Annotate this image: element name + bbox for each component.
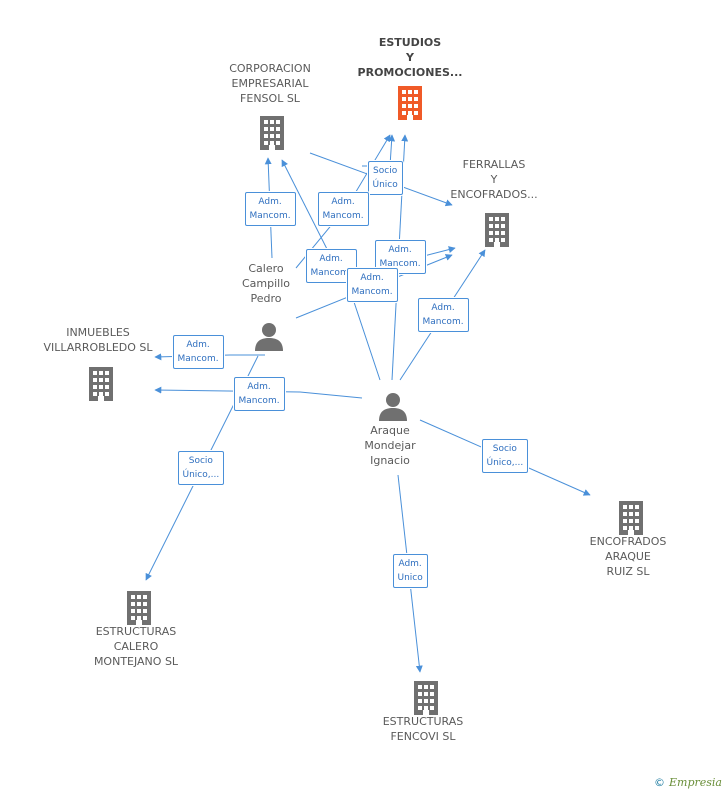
building-icon[interactable]: [86, 367, 116, 405]
empresia-brand[interactable]: © Empresia: [654, 776, 722, 789]
building-icon[interactable]: [616, 501, 646, 539]
relationship-label[interactable]: Adm. Mancom.: [346, 268, 398, 302]
node-label-araque[interactable]: Araque Mondejar Ignacio: [364, 424, 416, 467]
building-icon[interactable]: [411, 681, 441, 719]
node-label-estudios[interactable]: ESTUDIOS Y PROMOCIONES...: [357, 36, 463, 79]
relationship-label[interactable]: Adm. Unico: [392, 554, 428, 588]
relationship-label[interactable]: Socio Único: [367, 161, 403, 195]
relationship-edge: [154, 386, 363, 399]
node-label-encofrados[interactable]: ENCOFRADOS ARAQUE RUIZ SL: [589, 535, 667, 578]
relationship-label[interactable]: Adm. Mancom.: [417, 298, 469, 332]
relationship-label[interactable]: Adm. Mancom.: [317, 192, 369, 226]
building-icon[interactable]: [482, 213, 512, 251]
person-icon[interactable]: [254, 321, 284, 355]
node-label-estructuras-calero[interactable]: ESTRUCTURAS CALERO MONTEJANO SL: [93, 625, 179, 668]
relationship-label[interactable]: Adm. Mancom.: [244, 192, 296, 226]
person-icon[interactable]: [378, 391, 408, 425]
node-label-calero[interactable]: Calero Campillo Pedro: [241, 262, 291, 305]
node-label-ferrallas[interactable]: FERRALLAS Y ENCOFRADOS...: [450, 158, 538, 201]
relationship-label[interactable]: Adm. Mancom.: [172, 335, 224, 369]
relationship-label[interactable]: Adm. Mancom.: [233, 377, 285, 411]
building-icon[interactable]: [395, 86, 425, 124]
node-label-corporacion[interactable]: CORPORACION EMPRESARIAL FENSOL SL: [229, 62, 311, 105]
node-label-fencovi[interactable]: ESTRUCTURAS FENCOVI SL: [382, 715, 464, 743]
relationship-label[interactable]: Socio Único,...: [481, 439, 529, 473]
relationship-label[interactable]: Socio Único,...: [177, 451, 225, 485]
brand-name: Empresia: [669, 776, 722, 789]
building-icon[interactable]: [257, 116, 287, 154]
relationship-edge: [281, 159, 331, 256]
building-icon[interactable]: [124, 591, 154, 629]
copyright-icon: ©: [654, 776, 665, 789]
node-label-inmuebles[interactable]: INMUEBLES VILLARROBLEDO SL: [43, 326, 153, 354]
